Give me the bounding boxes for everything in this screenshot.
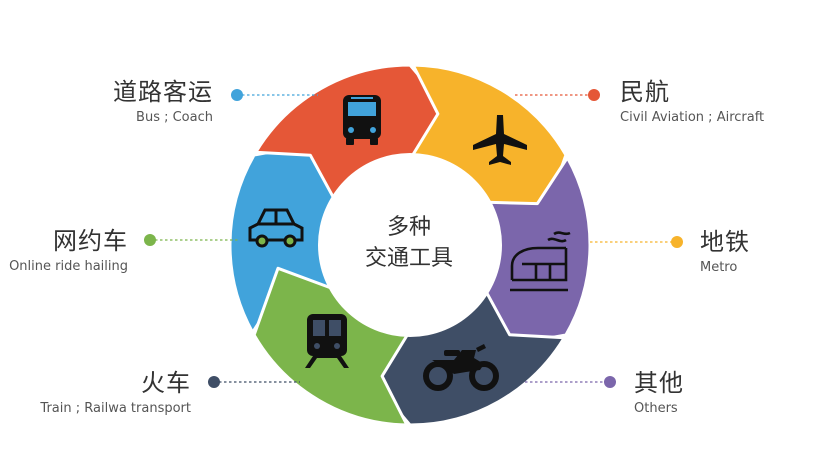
label-ride-hailing: 网约车 Online ride hailing [9,229,128,273]
label-others-zh: 其他 [634,369,684,397]
bus-icon [343,95,381,145]
metro-train-icon [510,231,571,292]
label-train: 火车 Train ; Railwa transport [40,371,191,415]
label-ride-hailing-en: Online ride hailing [9,259,128,274]
dot-ride-hailing [144,234,156,246]
center-title-line1: 多种 [386,215,431,240]
dot-bus [231,89,243,101]
car-icon [248,208,304,248]
airplane-icon [473,115,527,165]
label-aviation-en: Civil Aviation ; Aircraft [620,110,765,125]
label-train-en: Train ; Railwa transport [40,401,191,416]
label-aviation: 民航 Civil Aviation ; Aircraft [620,80,764,124]
label-bus-zh: 道路客运 [113,78,213,106]
train-icon [305,314,349,368]
label-metro-en: Metro [700,260,738,275]
center-title-line2: 交通工具 [364,246,453,271]
label-bus-en: Bus ; Coach [136,110,213,125]
motorcycle-icon [423,344,499,391]
center-title: 多种 交通工具 [354,212,464,274]
label-metro-zh: 地铁 [700,228,750,256]
center-circle [318,153,502,337]
label-bus: 道路客运 Bus ; Coach [113,80,213,124]
dot-aviation [588,89,600,101]
dot-train [208,376,220,388]
dot-others [604,376,616,388]
label-train-zh: 火车 [141,369,191,397]
dot-metro [671,236,683,248]
label-metro: 地铁 Metro [700,230,750,274]
label-aviation-zh: 民航 [620,78,670,106]
label-others-en: Others [634,401,678,416]
label-ride-hailing-zh: 网约车 [53,227,128,255]
connector-lines [144,89,683,388]
label-others: 其他 Others [634,371,684,415]
